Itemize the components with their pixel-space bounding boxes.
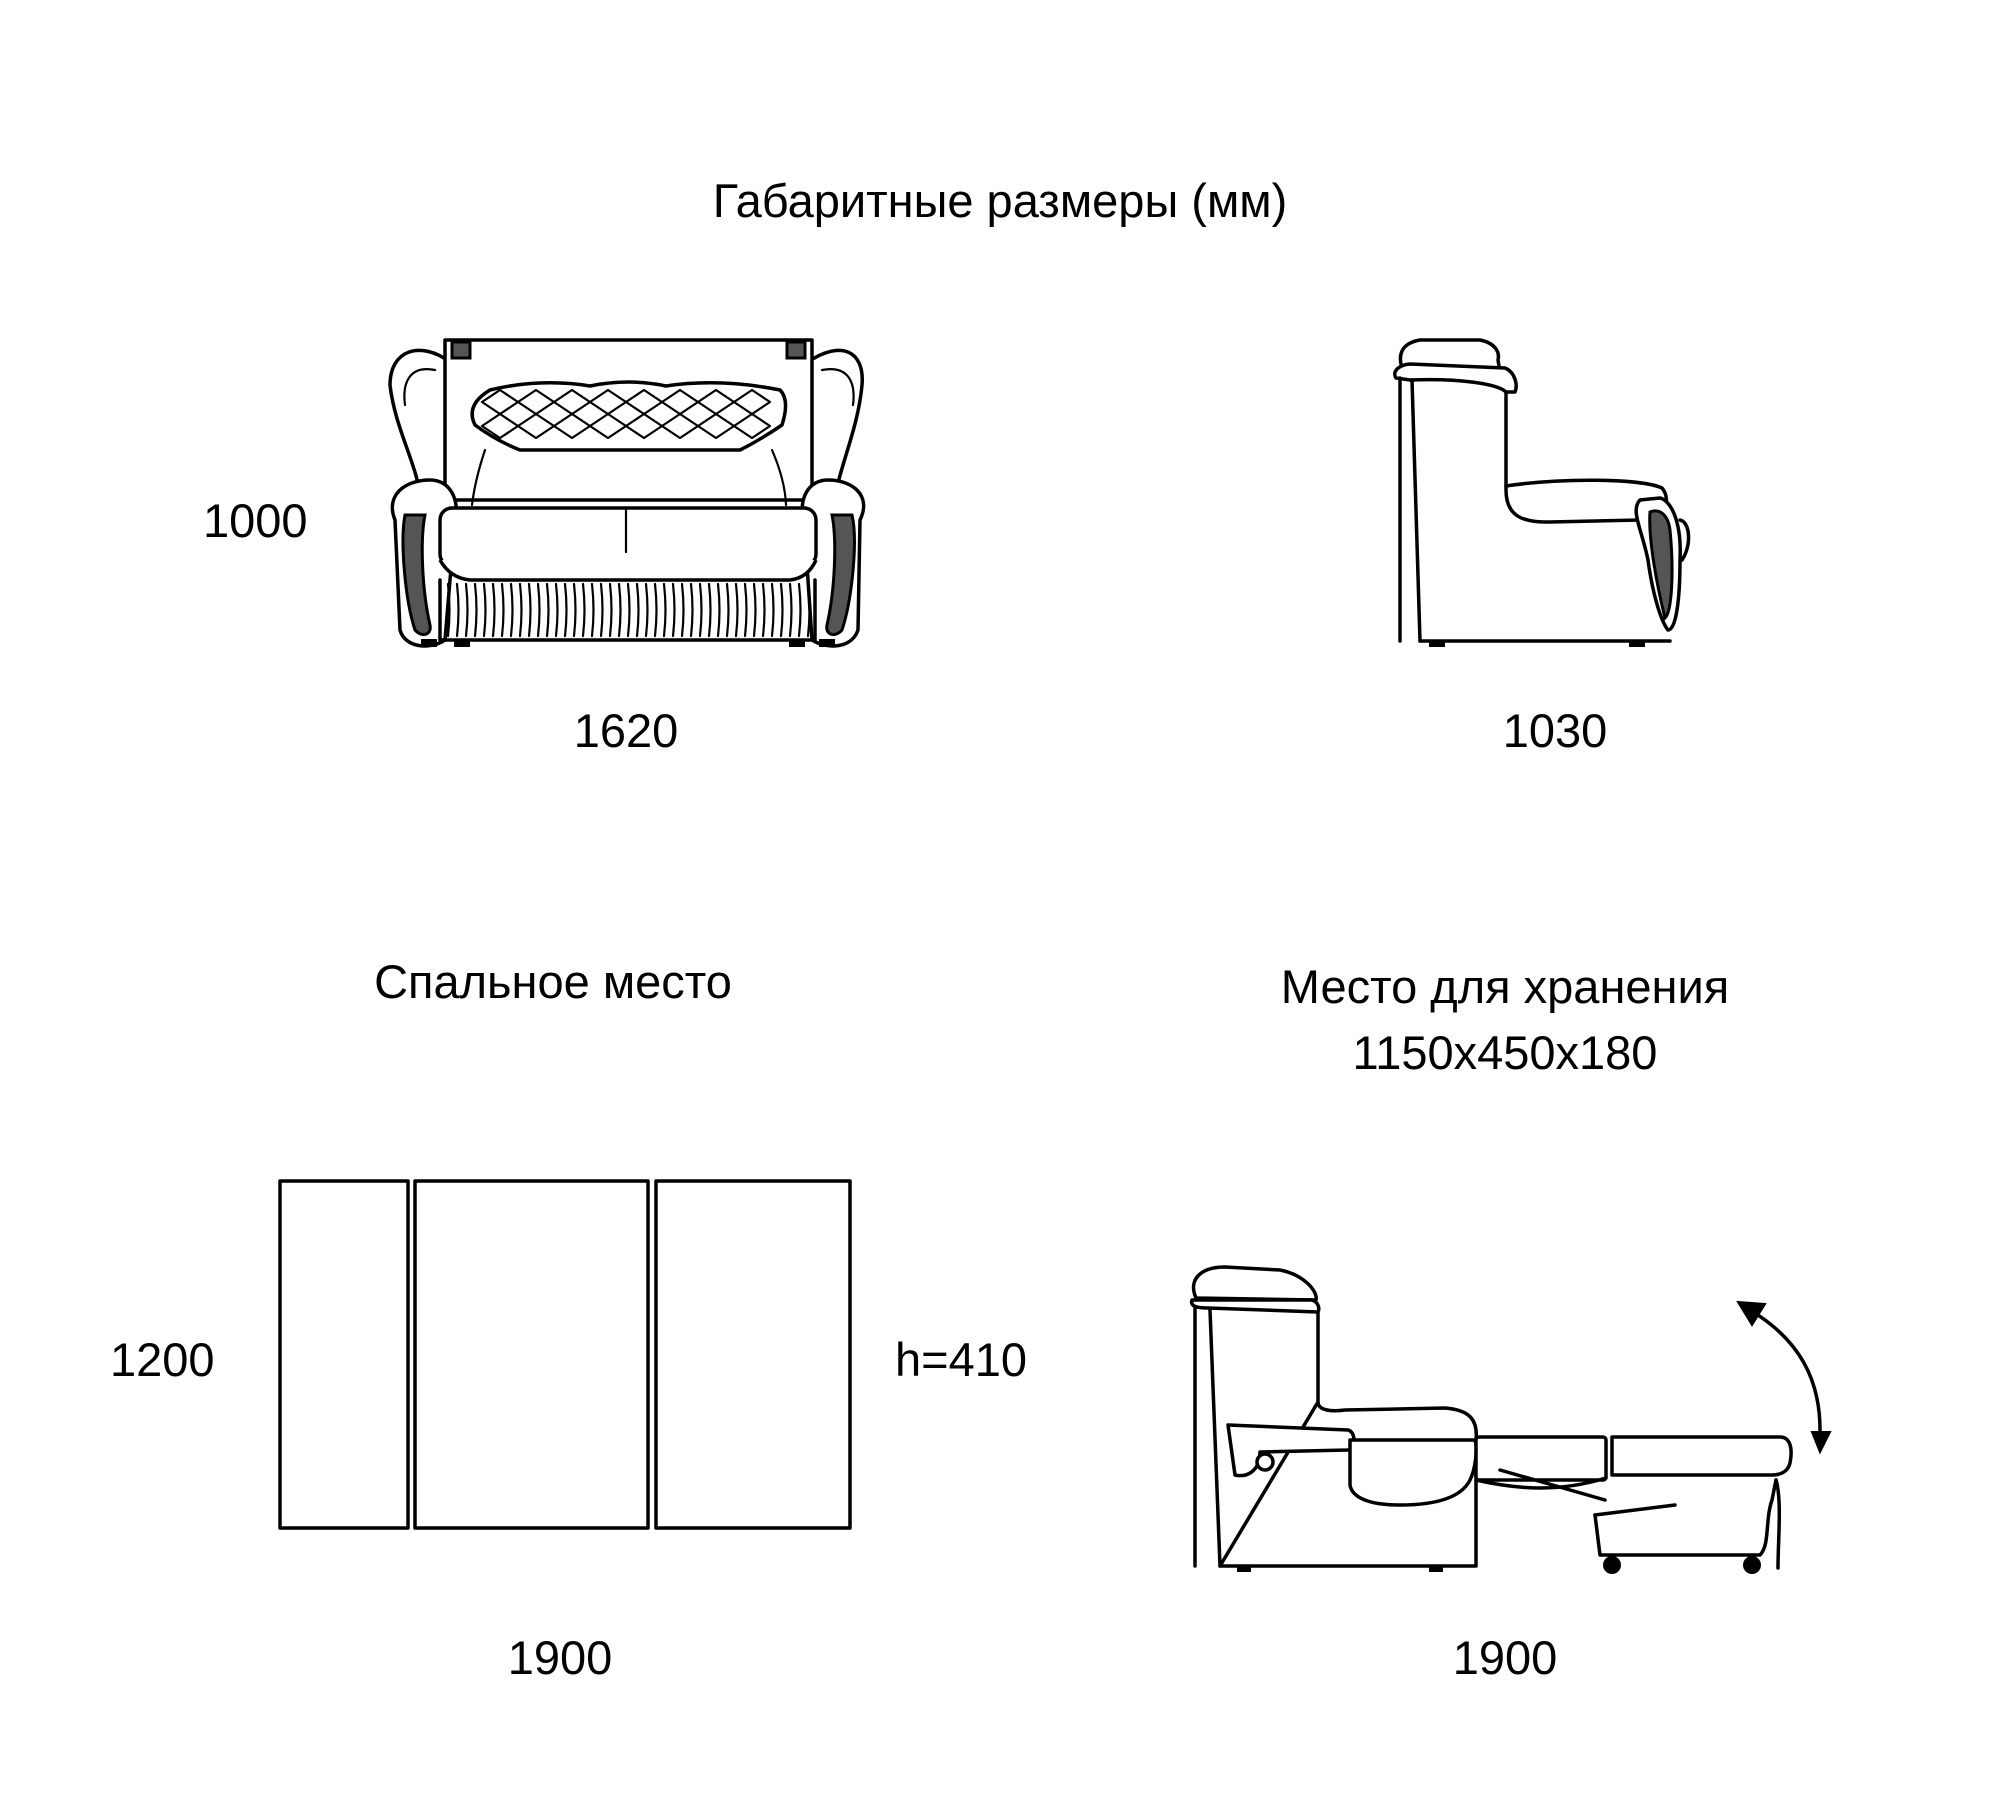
sofa-side-view [1393, 338, 1691, 647]
sleeping-width-label: 1200 [110, 1333, 215, 1386]
sofa-unfolded-side-view [1189, 1265, 1832, 1574]
storage-heading: Место для хранения [1280, 960, 1730, 1013]
sleeping-height-label: h=410 [895, 1333, 1028, 1386]
storage-length-label: 1900 [1452, 1631, 1558, 1684]
storage-size-label: 1150x450x180 [1352, 1026, 1658, 1079]
page-title: Габаритные размеры (мм) [712, 174, 1288, 227]
front-width-label: 1620 [573, 704, 679, 757]
sleeping-place-sections [278, 1179, 852, 1530]
sleeping-length-label: 1900 [507, 1631, 613, 1684]
front-height-label: 1000 [203, 494, 308, 547]
sleeping-section-right [654, 1179, 852, 1530]
sleeping-section-middle [413, 1179, 650, 1530]
sofa-front-view [388, 338, 866, 648]
side-depth-label: 1030 [1502, 704, 1608, 757]
sleeping-place-heading: Спальное место [374, 955, 732, 1008]
sleeping-section-left [278, 1179, 410, 1530]
